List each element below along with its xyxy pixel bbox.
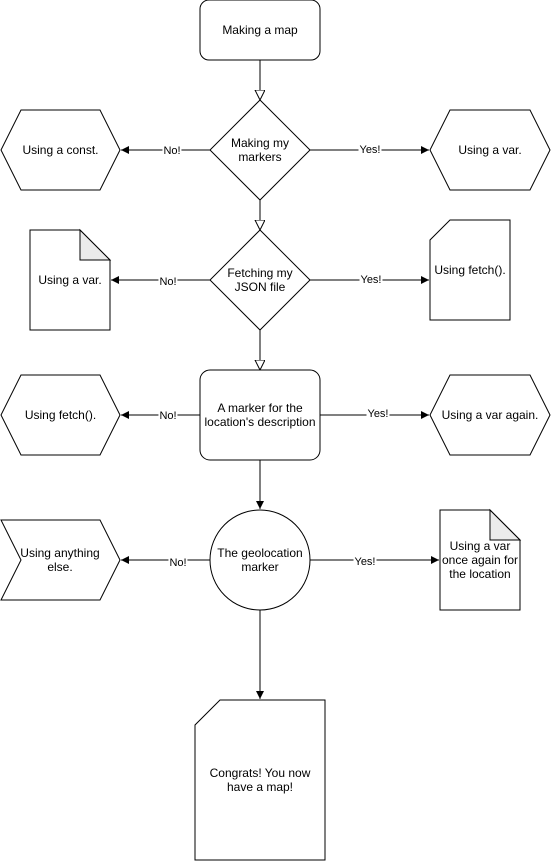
var-again-hexagon xyxy=(429,374,551,456)
const-hexagon xyxy=(0,109,121,191)
decision-markers xyxy=(209,99,311,201)
geolocation-circle xyxy=(209,509,311,611)
decision-json xyxy=(209,229,311,331)
edge-label-json-no: No! xyxy=(158,276,178,288)
edge-label-markers-yes: Yes! xyxy=(358,144,382,156)
fetch-card xyxy=(429,219,511,321)
congrats-card xyxy=(194,699,326,861)
edge-label-markers-no: No! xyxy=(162,145,182,157)
edge-label-json-yes: Yes! xyxy=(359,274,383,286)
fetch-hexagon xyxy=(0,374,121,456)
var-hexagon xyxy=(429,109,551,191)
edge-label-desc-no: No! xyxy=(158,410,178,422)
start-node xyxy=(199,0,321,61)
var-document-fold xyxy=(79,228,112,261)
edge-label-geo-no: No! xyxy=(168,557,188,569)
var-once-document-fold xyxy=(489,508,522,541)
var-once-document xyxy=(439,509,521,611)
var-document xyxy=(29,229,111,331)
edge-label-geo-yes: Yes! xyxy=(353,556,377,568)
anything-else-step xyxy=(0,519,121,601)
marker-description-node xyxy=(199,369,321,461)
edge-label-desc-yes: Yes! xyxy=(366,408,390,420)
